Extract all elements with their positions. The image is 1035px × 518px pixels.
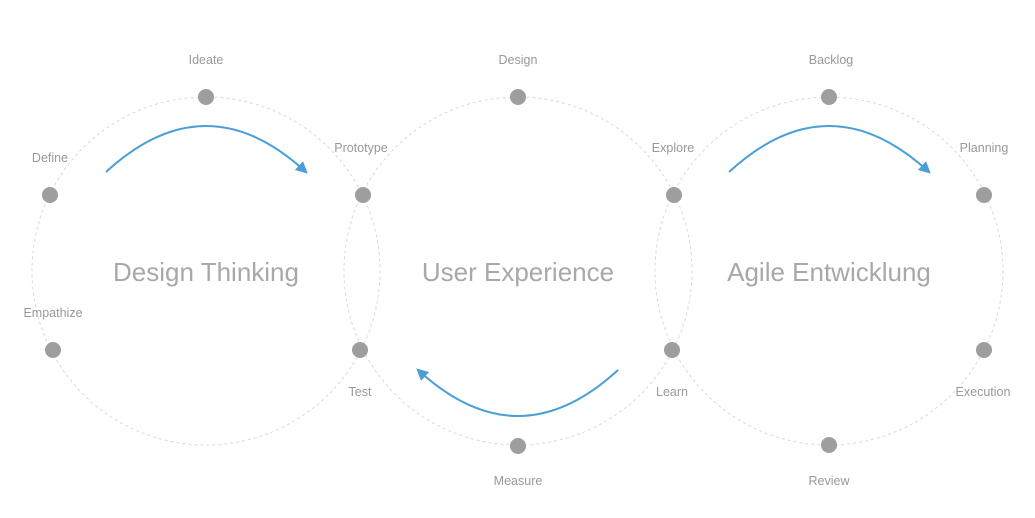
ring-user-experience — [343, 96, 693, 446]
label-learn: Learn — [656, 385, 688, 399]
label-design: Design — [499, 53, 538, 67]
node-empathize — [45, 342, 61, 358]
label-explore: Explore — [652, 141, 694, 155]
node-execution — [976, 342, 992, 358]
label-ideate: Ideate — [189, 53, 224, 67]
node-review — [821, 437, 837, 453]
label-planning: Planning — [960, 141, 1009, 155]
cycle-title-user-experience: User Experience — [422, 257, 614, 287]
label-test: Test — [349, 385, 372, 399]
label-execution: Execution — [956, 385, 1011, 399]
node-test — [352, 342, 368, 358]
node-planning — [976, 187, 992, 203]
node-design — [510, 89, 526, 105]
label-measure: Measure — [494, 474, 543, 488]
node-backlog — [821, 89, 837, 105]
ring-design-thinking — [31, 96, 381, 446]
label-empathize: Empathize — [23, 306, 82, 320]
label-define: Define — [32, 151, 68, 165]
label-backlog: Backlog — [809, 53, 854, 67]
label-review: Review — [809, 474, 851, 488]
node-prototype — [355, 187, 371, 203]
label-prototype: Prototype — [334, 141, 388, 155]
node-ideate — [198, 89, 214, 105]
cycle-title-design-thinking: Design Thinking — [113, 257, 299, 287]
node-explore — [666, 187, 682, 203]
node-measure — [510, 438, 526, 454]
node-define — [42, 187, 58, 203]
cycle-title-agile-entwicklung: Agile Entwicklung — [727, 257, 931, 287]
ring-agile-entwicklung — [654, 96, 1004, 446]
flow-arrow-agile-entwicklung — [728, 125, 931, 174]
flow-arrow-design-thinking — [105, 125, 308, 174]
node-learn — [664, 342, 680, 358]
flow-arrow-user-experience — [416, 368, 619, 417]
